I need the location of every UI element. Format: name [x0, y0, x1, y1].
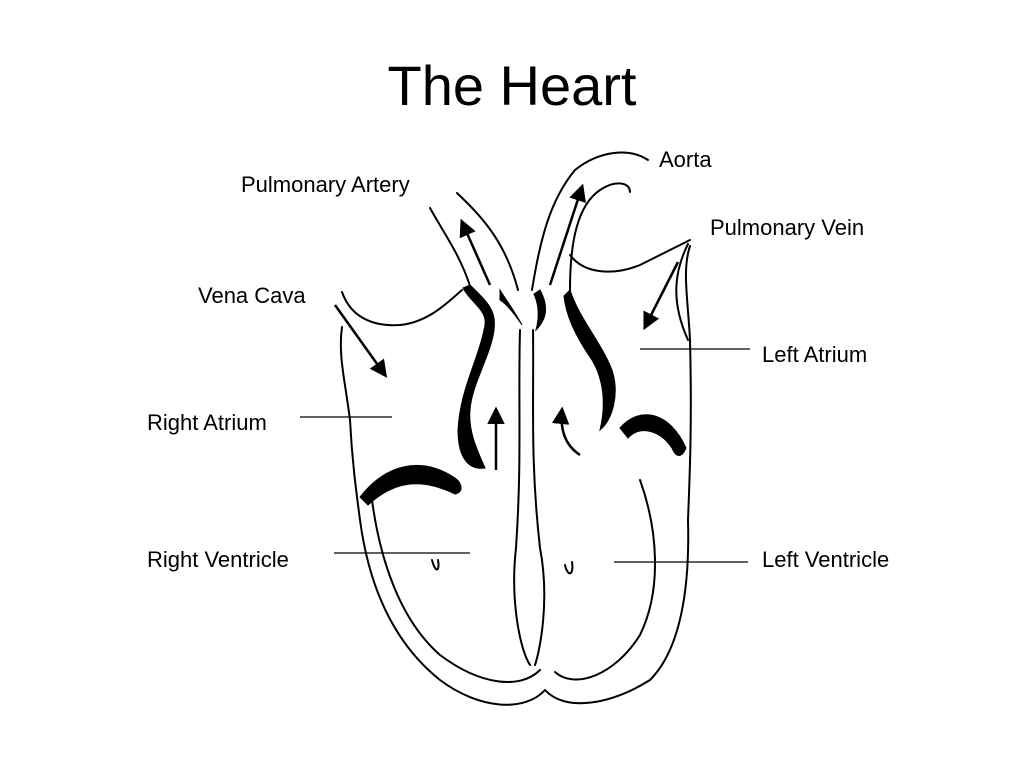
pulmonary-valve-right	[499, 288, 523, 326]
mitral-valve	[619, 414, 687, 456]
arrow-pulmonary-vein-in	[643, 261, 680, 331]
pulmonary-artery-outer	[429, 207, 471, 287]
vena-cava-wall	[341, 289, 463, 327]
aorta-lower	[569, 239, 691, 273]
aorta-outer	[531, 151, 649, 291]
tricuspid-valve	[359, 464, 462, 506]
label-right-ventricle: Right Ventricle	[147, 547, 289, 572]
label-aorta: Aorta	[659, 147, 712, 172]
pulmonary-valve-left	[457, 284, 495, 469]
label-left-ventricle: Left Ventricle	[762, 547, 890, 572]
label-pulmonary-artery: Pulmonary Artery	[241, 172, 410, 197]
pulmonary-vein-wall	[675, 243, 689, 341]
heart-outer-wall	[339, 245, 692, 706]
arrow-pulmonary-artery-out	[459, 218, 492, 286]
pulmonary-artery-inner	[456, 192, 519, 291]
diagram-title: The Heart	[387, 54, 637, 117]
label-right-atrium: Right Atrium	[147, 410, 267, 435]
label-pulmonary-vein: Pulmonary Vein	[710, 215, 865, 240]
septum-notch-right	[564, 561, 574, 575]
aortic-valve-left	[533, 289, 546, 332]
arrow-left-ventricle-up	[551, 406, 581, 457]
arrow-vena-cava-in	[333, 304, 388, 378]
aorta-inner	[569, 182, 631, 291]
septum-right-edge	[532, 329, 546, 666]
aortic-valve-right	[563, 289, 616, 432]
left-ventricle-inner-wall	[554, 479, 657, 681]
label-vena-cava: Vena Cava	[198, 283, 306, 308]
arrow-aorta-out	[548, 183, 586, 286]
septum-notch-left	[431, 559, 440, 571]
septum-left-edge	[513, 329, 531, 666]
label-left-atrium: Left Atrium	[762, 342, 868, 367]
right-ventricle-inner-wall	[371, 499, 541, 683]
